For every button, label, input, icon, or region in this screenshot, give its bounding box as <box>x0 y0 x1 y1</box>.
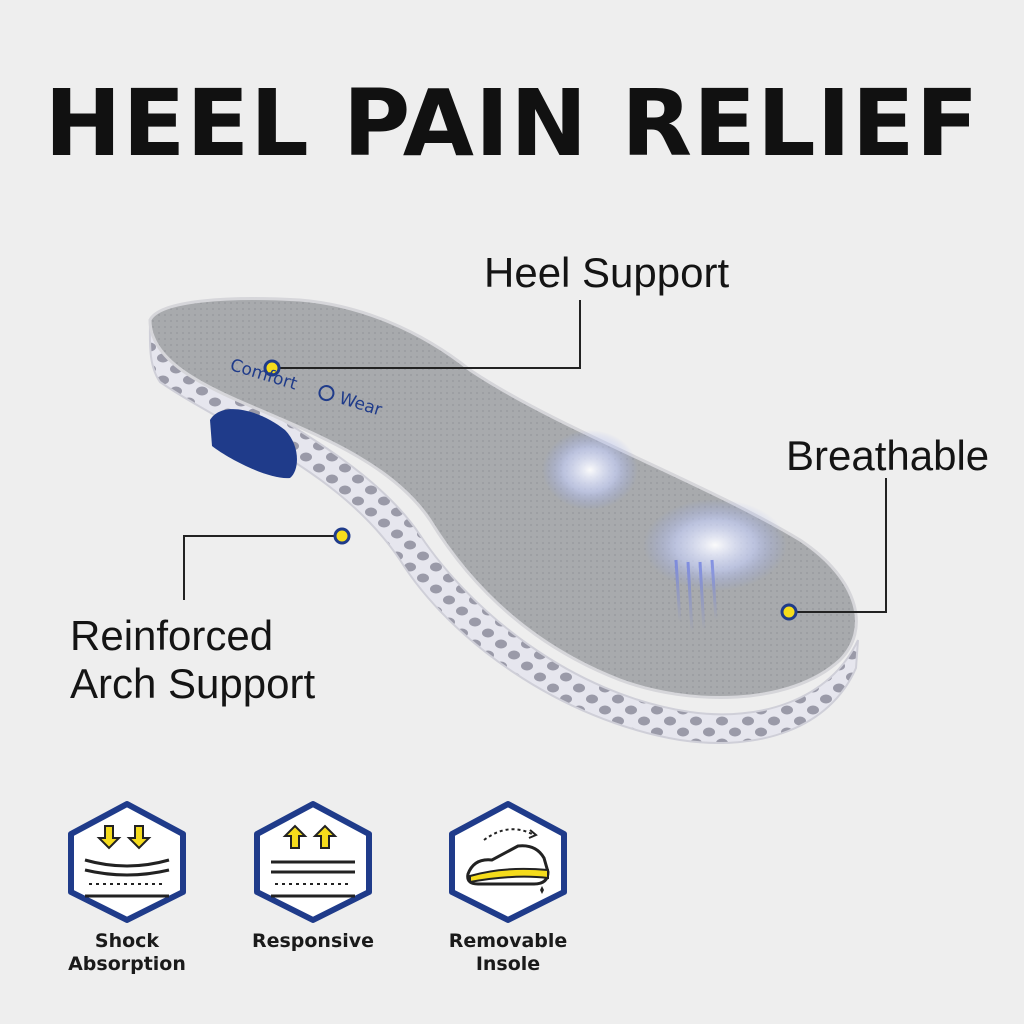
arch-support-marker <box>333 527 351 545</box>
arch-support-callout-line <box>183 535 342 600</box>
feature-label-line2: Insole <box>475 952 541 975</box>
arch-support-label-line1: Reinforced <box>70 612 274 659</box>
feature-responsive: Responsive <box>247 800 379 953</box>
airflow-effect <box>542 430 787 633</box>
feature-label-line1: Removable <box>448 930 568 952</box>
heel-support-label: Heel Support <box>484 249 730 296</box>
callout-markers <box>263 359 798 621</box>
feature-label-line2: Absorption <box>68 952 186 975</box>
page-title: HEEL PAIN RELIEF <box>44 70 980 177</box>
brand-mark-icon <box>318 385 335 402</box>
feature-shock-absorption: Shock Absorption <box>61 800 193 976</box>
shoe-icon <box>449 801 567 923</box>
feature-removable-insole: Removable Insole <box>442 800 574 976</box>
up-arrows-icon <box>254 801 372 923</box>
breathable-callout-line <box>789 478 887 613</box>
breathable-marker <box>780 603 798 621</box>
down-arrows-icon <box>68 801 186 923</box>
heel-support-marker <box>263 359 281 377</box>
feature-label-line1: Responsive <box>251 930 375 952</box>
heel-support-callout-line <box>272 300 581 369</box>
heel-pad <box>210 409 297 479</box>
arch-support-label-line2: Arch Support <box>70 660 316 708</box>
arch-support-label: Reinforced Arch Support <box>70 612 315 709</box>
breathable-label: Breathable <box>786 432 990 479</box>
feature-label-line1: Shock <box>94 930 160 952</box>
